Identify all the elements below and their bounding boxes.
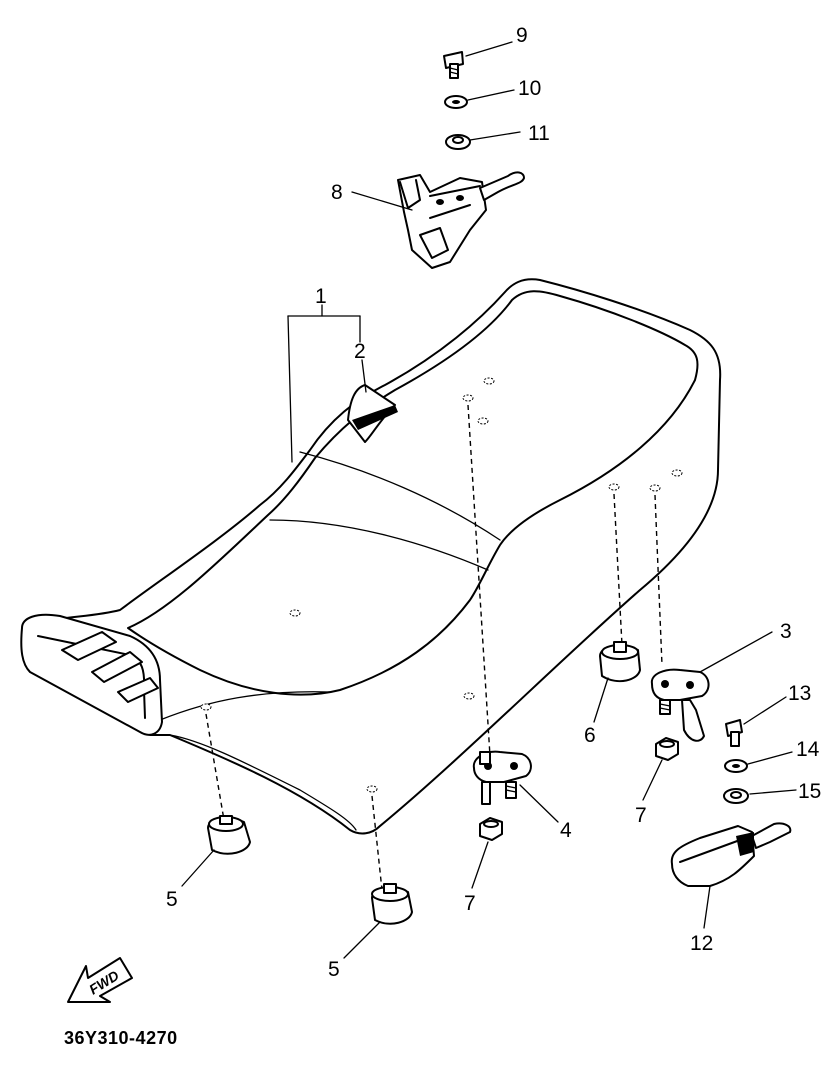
callout-7a: 7 [464,892,476,915]
seat-lock-assembly [397,51,525,269]
callout-10: 10 [518,77,541,100]
assembly-lines [205,404,663,891]
bracket-front [472,750,532,805]
leader-lines [181,41,797,959]
catch-assembly [670,719,792,887]
callout-1: 1 [315,285,327,308]
nut-center [479,817,503,841]
callout-7b: 7 [635,804,647,827]
damper-center [371,883,413,925]
drawing-code: 36Y310-4270 [64,1028,178,1048]
damper-right [599,641,641,683]
callout-4: 4 [560,819,572,842]
callout-6: 6 [584,724,596,747]
callout-15: 15 [798,780,821,803]
callout-14: 14 [796,738,820,761]
bracket-rear [650,668,710,742]
fwd-arrow-icon: FWD [67,957,133,1003]
callout-3: 3 [780,620,792,643]
callout-2: 2 [354,340,366,363]
callout-12: 12 [690,932,713,955]
callout-11: 11 [528,122,550,145]
seat-assembly [20,278,722,835]
callout-labels: 1 2 3 4 5 5 6 7 7 8 9 10 11 12 13 14 15 [166,24,821,981]
callout-13: 13 [788,682,811,705]
callout-5a: 5 [166,888,178,911]
callout-9: 9 [516,24,528,47]
damper-left [207,815,251,855]
nut-right [655,737,679,761]
callout-5b: 5 [328,958,340,981]
callout-8: 8 [331,181,343,204]
